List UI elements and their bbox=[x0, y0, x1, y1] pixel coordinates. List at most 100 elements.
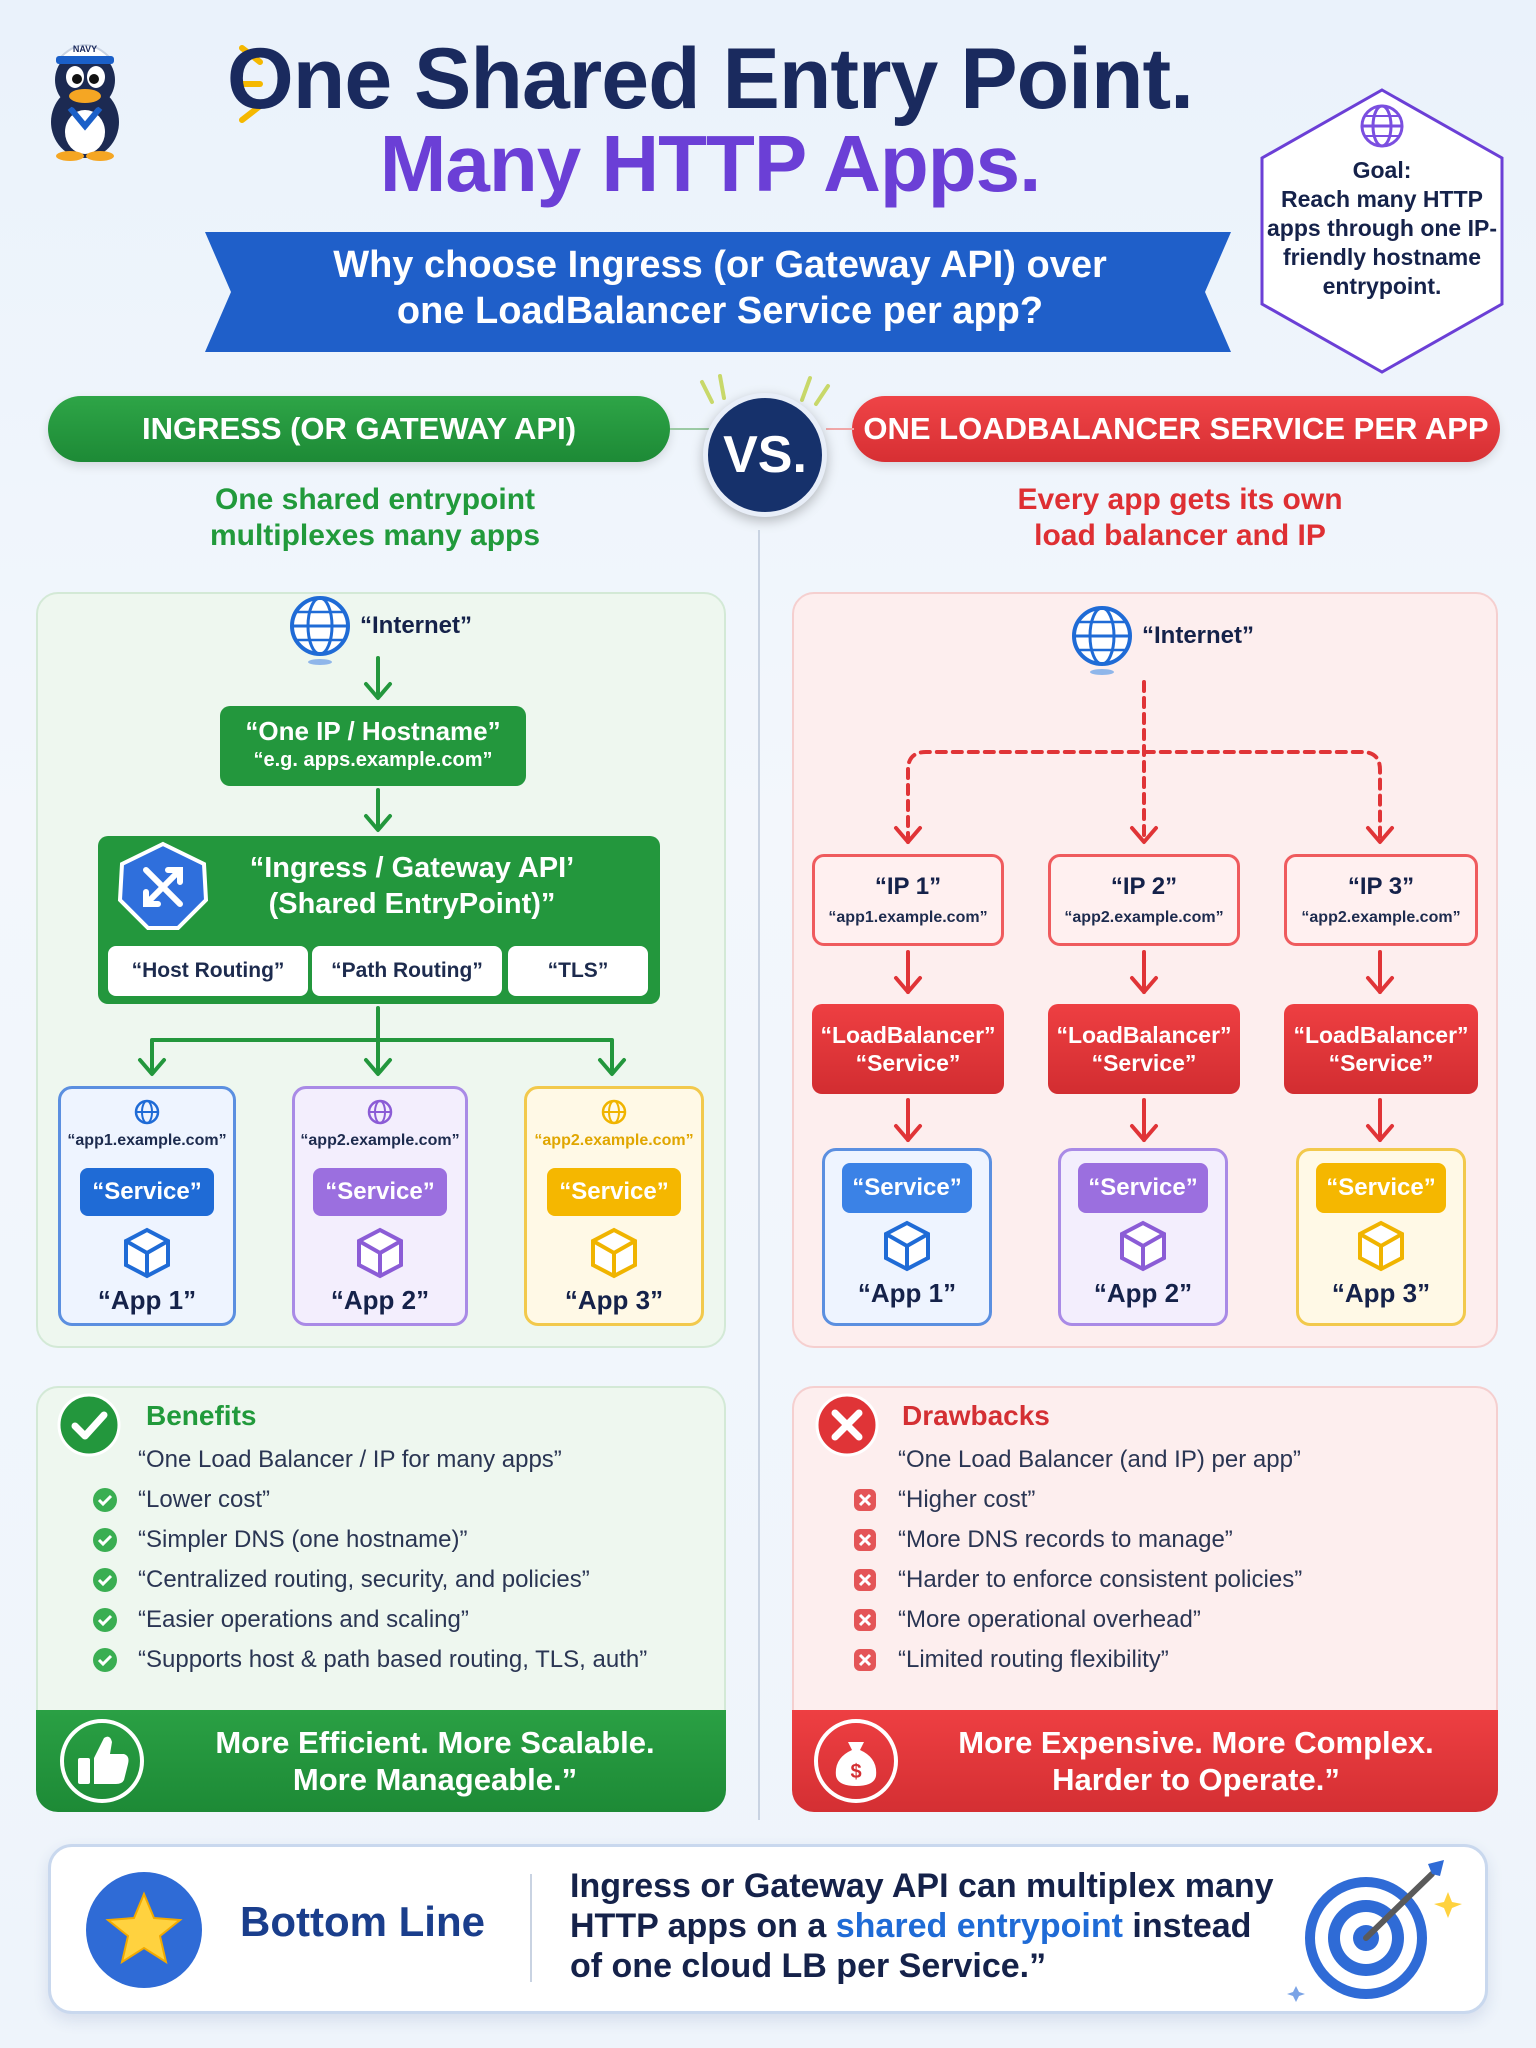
x-icon bbox=[854, 1569, 876, 1591]
list-item: “Harder to enforce consistent policies” bbox=[852, 1560, 1482, 1600]
ip-hostname: “app2.example.com” bbox=[1301, 909, 1461, 926]
globe-icon bbox=[290, 596, 350, 665]
benefit-text: “Lower cost” bbox=[138, 1486, 271, 1513]
app-card-3: “Service” “App 3” bbox=[1296, 1148, 1466, 1326]
drawback-text: “More DNS records to manage” bbox=[898, 1526, 1233, 1553]
mascot-badge: NAVY bbox=[73, 44, 97, 54]
benefits-panel bbox=[36, 1386, 726, 1718]
ingress-subtitle-line: One shared entrypoint bbox=[214, 483, 536, 516]
benefits-list: “One Load Balancer / IP for many apps” “… bbox=[92, 1440, 712, 1680]
list-item: “Limited routing flexibility” bbox=[852, 1640, 1482, 1680]
ingress-subtitle-line: multiplexes many apps bbox=[209, 519, 541, 552]
service-badge: “Service” bbox=[547, 1168, 681, 1216]
lb-flow-arrows bbox=[894, 680, 1394, 1142]
loadbalancer-heading: ONE LOADBALANCER SERVICE PER APP bbox=[852, 396, 1500, 462]
thumbs-up-icon bbox=[60, 1719, 144, 1803]
cube-icon bbox=[357, 1227, 403, 1279]
ip-box-2: “IP 2” “app2.example.com” bbox=[1048, 854, 1240, 946]
app-name: “App 1” bbox=[857, 1278, 957, 1308]
app-name: “App 1” bbox=[97, 1285, 197, 1315]
ip-hostname: “app2.example.com” bbox=[1064, 909, 1224, 926]
svg-text:$: $ bbox=[850, 1761, 861, 1783]
drawbacks-list: “One Load Balancer (and IP) per app” “Hi… bbox=[852, 1440, 1482, 1680]
column-divider bbox=[758, 530, 760, 1820]
ip-hostname: “app1.example.com” bbox=[828, 909, 988, 926]
loadbalancer-service-box-1: “LoadBalancer” “Service” bbox=[812, 1004, 1004, 1094]
star-icon bbox=[86, 1872, 202, 1988]
goal-description: Reach many HTTP apps through one IP-frie… bbox=[1267, 186, 1497, 299]
app-hostname: “app2.example.com” bbox=[300, 1132, 460, 1149]
benefits-footer-text: More Efficient. More Scalable. More Mana… bbox=[170, 1724, 700, 1798]
host-routing-chip: “Host Routing” bbox=[108, 946, 308, 996]
drawbacks-title: Drawbacks bbox=[902, 1400, 1050, 1431]
bottom-text-part: instead of one cloud LB per Service.” bbox=[570, 1907, 1252, 1985]
app-name: “App 2” bbox=[330, 1285, 430, 1315]
duck-sailor-mascot-icon: NAVY bbox=[51, 44, 119, 161]
bottom-line-text: Ingress or Gateway API can multiplex man… bbox=[570, 1866, 1290, 1986]
globe-icon bbox=[1360, 104, 1404, 148]
list-item: “Centralized routing, security, and poli… bbox=[92, 1560, 712, 1600]
ip-label: “IP 2” bbox=[1110, 873, 1178, 900]
app-name: “App 2” bbox=[1093, 1278, 1193, 1308]
lb-line: “Service” bbox=[855, 1050, 961, 1076]
app-name: “App 3” bbox=[564, 1285, 664, 1315]
bottom-line-separator bbox=[530, 1874, 532, 1982]
ip-box-3: “IP 3” “app2.example.com” bbox=[1284, 854, 1478, 946]
benefits-title: Benefits bbox=[146, 1400, 257, 1431]
service-badge: “Service” bbox=[1316, 1163, 1446, 1213]
benefits-footer bbox=[36, 1710, 726, 1812]
question-line-1: Why choose Ingress (or Gateway API) over bbox=[333, 244, 1107, 286]
list-item: “Higher cost” bbox=[852, 1480, 1482, 1520]
service-badge: “Service” bbox=[1078, 1163, 1208, 1213]
service-badge: “Service” bbox=[313, 1168, 447, 1216]
cube-icon bbox=[591, 1227, 637, 1279]
question-banner bbox=[205, 232, 1231, 352]
lb-line: “LoadBalancer” bbox=[1293, 1022, 1469, 1048]
bottom-text-highlight: shared entrypoint bbox=[835, 1907, 1123, 1945]
lb-subtitle-line: Every app gets its own bbox=[1017, 483, 1343, 516]
path-routing-chip: “Path Routing” bbox=[312, 946, 502, 996]
internet-label: “Internet” bbox=[360, 612, 473, 639]
drawback-text: “Limited routing flexibility” bbox=[898, 1646, 1169, 1673]
goal-title: Goal: bbox=[1352, 157, 1412, 183]
question-line-2: one LoadBalancer Service per app? bbox=[396, 290, 1044, 332]
vs-sparkle-icon bbox=[700, 374, 830, 406]
ip-label: “IP 3” bbox=[1347, 873, 1415, 900]
drawbacks-footer bbox=[792, 1710, 1498, 1812]
vs-badge: VS. bbox=[703, 393, 827, 517]
page-title: One Shared Entry Point. bbox=[226, 31, 1194, 127]
app-card-1: “Service” “App 1” bbox=[822, 1148, 992, 1326]
globe-icon bbox=[367, 1099, 393, 1125]
list-item: “One Load Balancer (and IP) per app” bbox=[852, 1440, 1482, 1480]
ingress-subtitle: One shared entrypoint multiplexes many a… bbox=[90, 482, 660, 554]
ip-box-1: “IP 1” “app1.example.com” bbox=[812, 854, 1004, 946]
benefit-intro: “One Load Balancer / IP for many apps” bbox=[138, 1446, 562, 1473]
drawback-text: “Harder to enforce consistent policies” bbox=[898, 1566, 1303, 1593]
app-card-3: “app2.example.com” “Service” “App 3” bbox=[524, 1086, 704, 1326]
service-badge: “Service” bbox=[842, 1163, 972, 1213]
loadbalancer-service-box-3: “LoadBalancer” “Service” bbox=[1284, 1004, 1478, 1094]
footer-line: More Expensive. More Complex. bbox=[958, 1725, 1434, 1760]
drawback-text: “More operational overhead” bbox=[898, 1606, 1201, 1633]
x-icon bbox=[854, 1609, 876, 1631]
check-icon bbox=[93, 1648, 117, 1672]
check-icon bbox=[93, 1488, 117, 1512]
drawback-intro: “One Load Balancer (and IP) per app” bbox=[898, 1446, 1301, 1473]
app-hostname: “app2.example.com” bbox=[534, 1132, 694, 1149]
ingress-flow-arrows bbox=[138, 656, 626, 1076]
bottom-line-title: Bottom Line bbox=[240, 1898, 485, 1945]
x-icon bbox=[854, 1489, 876, 1511]
one-ip-example: “e.g. apps.example.com” bbox=[253, 749, 493, 771]
x-icon bbox=[854, 1649, 876, 1671]
globe-icon bbox=[134, 1099, 160, 1125]
internet-label: “Internet” bbox=[1142, 622, 1255, 649]
bottom-line-card bbox=[48, 1844, 1488, 2014]
one-ip-hostname-box: “One IP / Hostname” “e.g. apps.example.c… bbox=[220, 706, 526, 786]
x-icon bbox=[854, 1529, 876, 1551]
page-subtitle: Many HTTP Apps. bbox=[379, 119, 1042, 208]
list-item: “More operational overhead” bbox=[852, 1600, 1482, 1640]
app-card-1: “app1.example.com” “Service” “App 1” bbox=[58, 1086, 236, 1326]
app-card-2: “app2.example.com” “Service” “App 2” bbox=[292, 1086, 468, 1326]
check-circle-icon bbox=[57, 1393, 121, 1457]
benefit-text: “Supports host & path based routing, TLS… bbox=[138, 1646, 648, 1673]
